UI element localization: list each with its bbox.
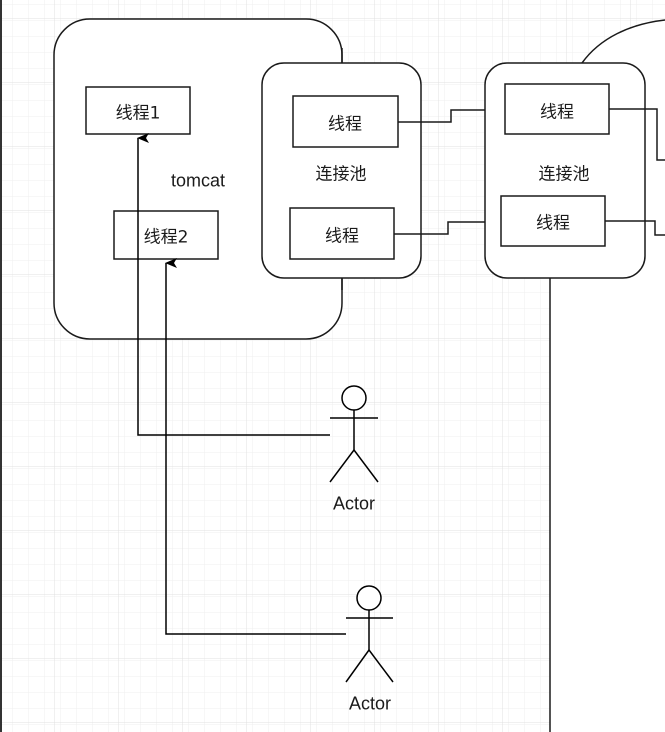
tomcat-label: tomcat <box>170 170 226 191</box>
pool-2-thread-2-label: 线程 <box>536 213 570 234</box>
actor-1-head <box>341 385 367 411</box>
actor-2-leg-right <box>368 649 394 683</box>
pool-1-thread-2-label: 线程 <box>325 226 359 247</box>
connector-pool2-thread1-out[interactable] <box>609 108 665 161</box>
connector-pool2-thread2-out[interactable] <box>605 220 665 236</box>
actor-1-leg-right <box>353 449 379 483</box>
actor-2-leg-left <box>345 649 370 683</box>
tomcat-thread-2[interactable] <box>113 210 219 260</box>
pool-2-thread-2[interactable] <box>500 195 606 247</box>
actor-1-leg-left <box>329 449 355 483</box>
pool-1-thread-2[interactable] <box>289 207 395 260</box>
actor-1[interactable] <box>329 385 379 483</box>
connector-pool1-thread2-to-pool2[interactable] <box>394 221 485 235</box>
actor-2-arrow[interactable] <box>165 258 346 635</box>
actor-1-label: Actor <box>332 493 376 514</box>
actor-1-arrow[interactable] <box>137 133 330 436</box>
actor-2[interactable] <box>345 585 394 683</box>
tomcat-thread-1-label: 线程1 <box>115 103 161 124</box>
pool-1-label: 连接池 <box>315 164 367 185</box>
tomcat-thread-1[interactable] <box>85 86 191 135</box>
database-shape-edge <box>581 19 665 64</box>
pool-2-thread-1[interactable] <box>504 83 610 135</box>
connector-pool1-thread1-to-pool2[interactable] <box>398 109 485 123</box>
actor-2-head <box>356 585 382 611</box>
pool-1-thread-1-label: 线程 <box>328 114 362 135</box>
pool-2-thread-1-label: 线程 <box>540 102 574 123</box>
actor-2-label: Actor <box>348 693 392 714</box>
tomcat-thread-2-label: 线程2 <box>143 227 189 248</box>
pool-2-label: 连接池 <box>538 164 590 185</box>
